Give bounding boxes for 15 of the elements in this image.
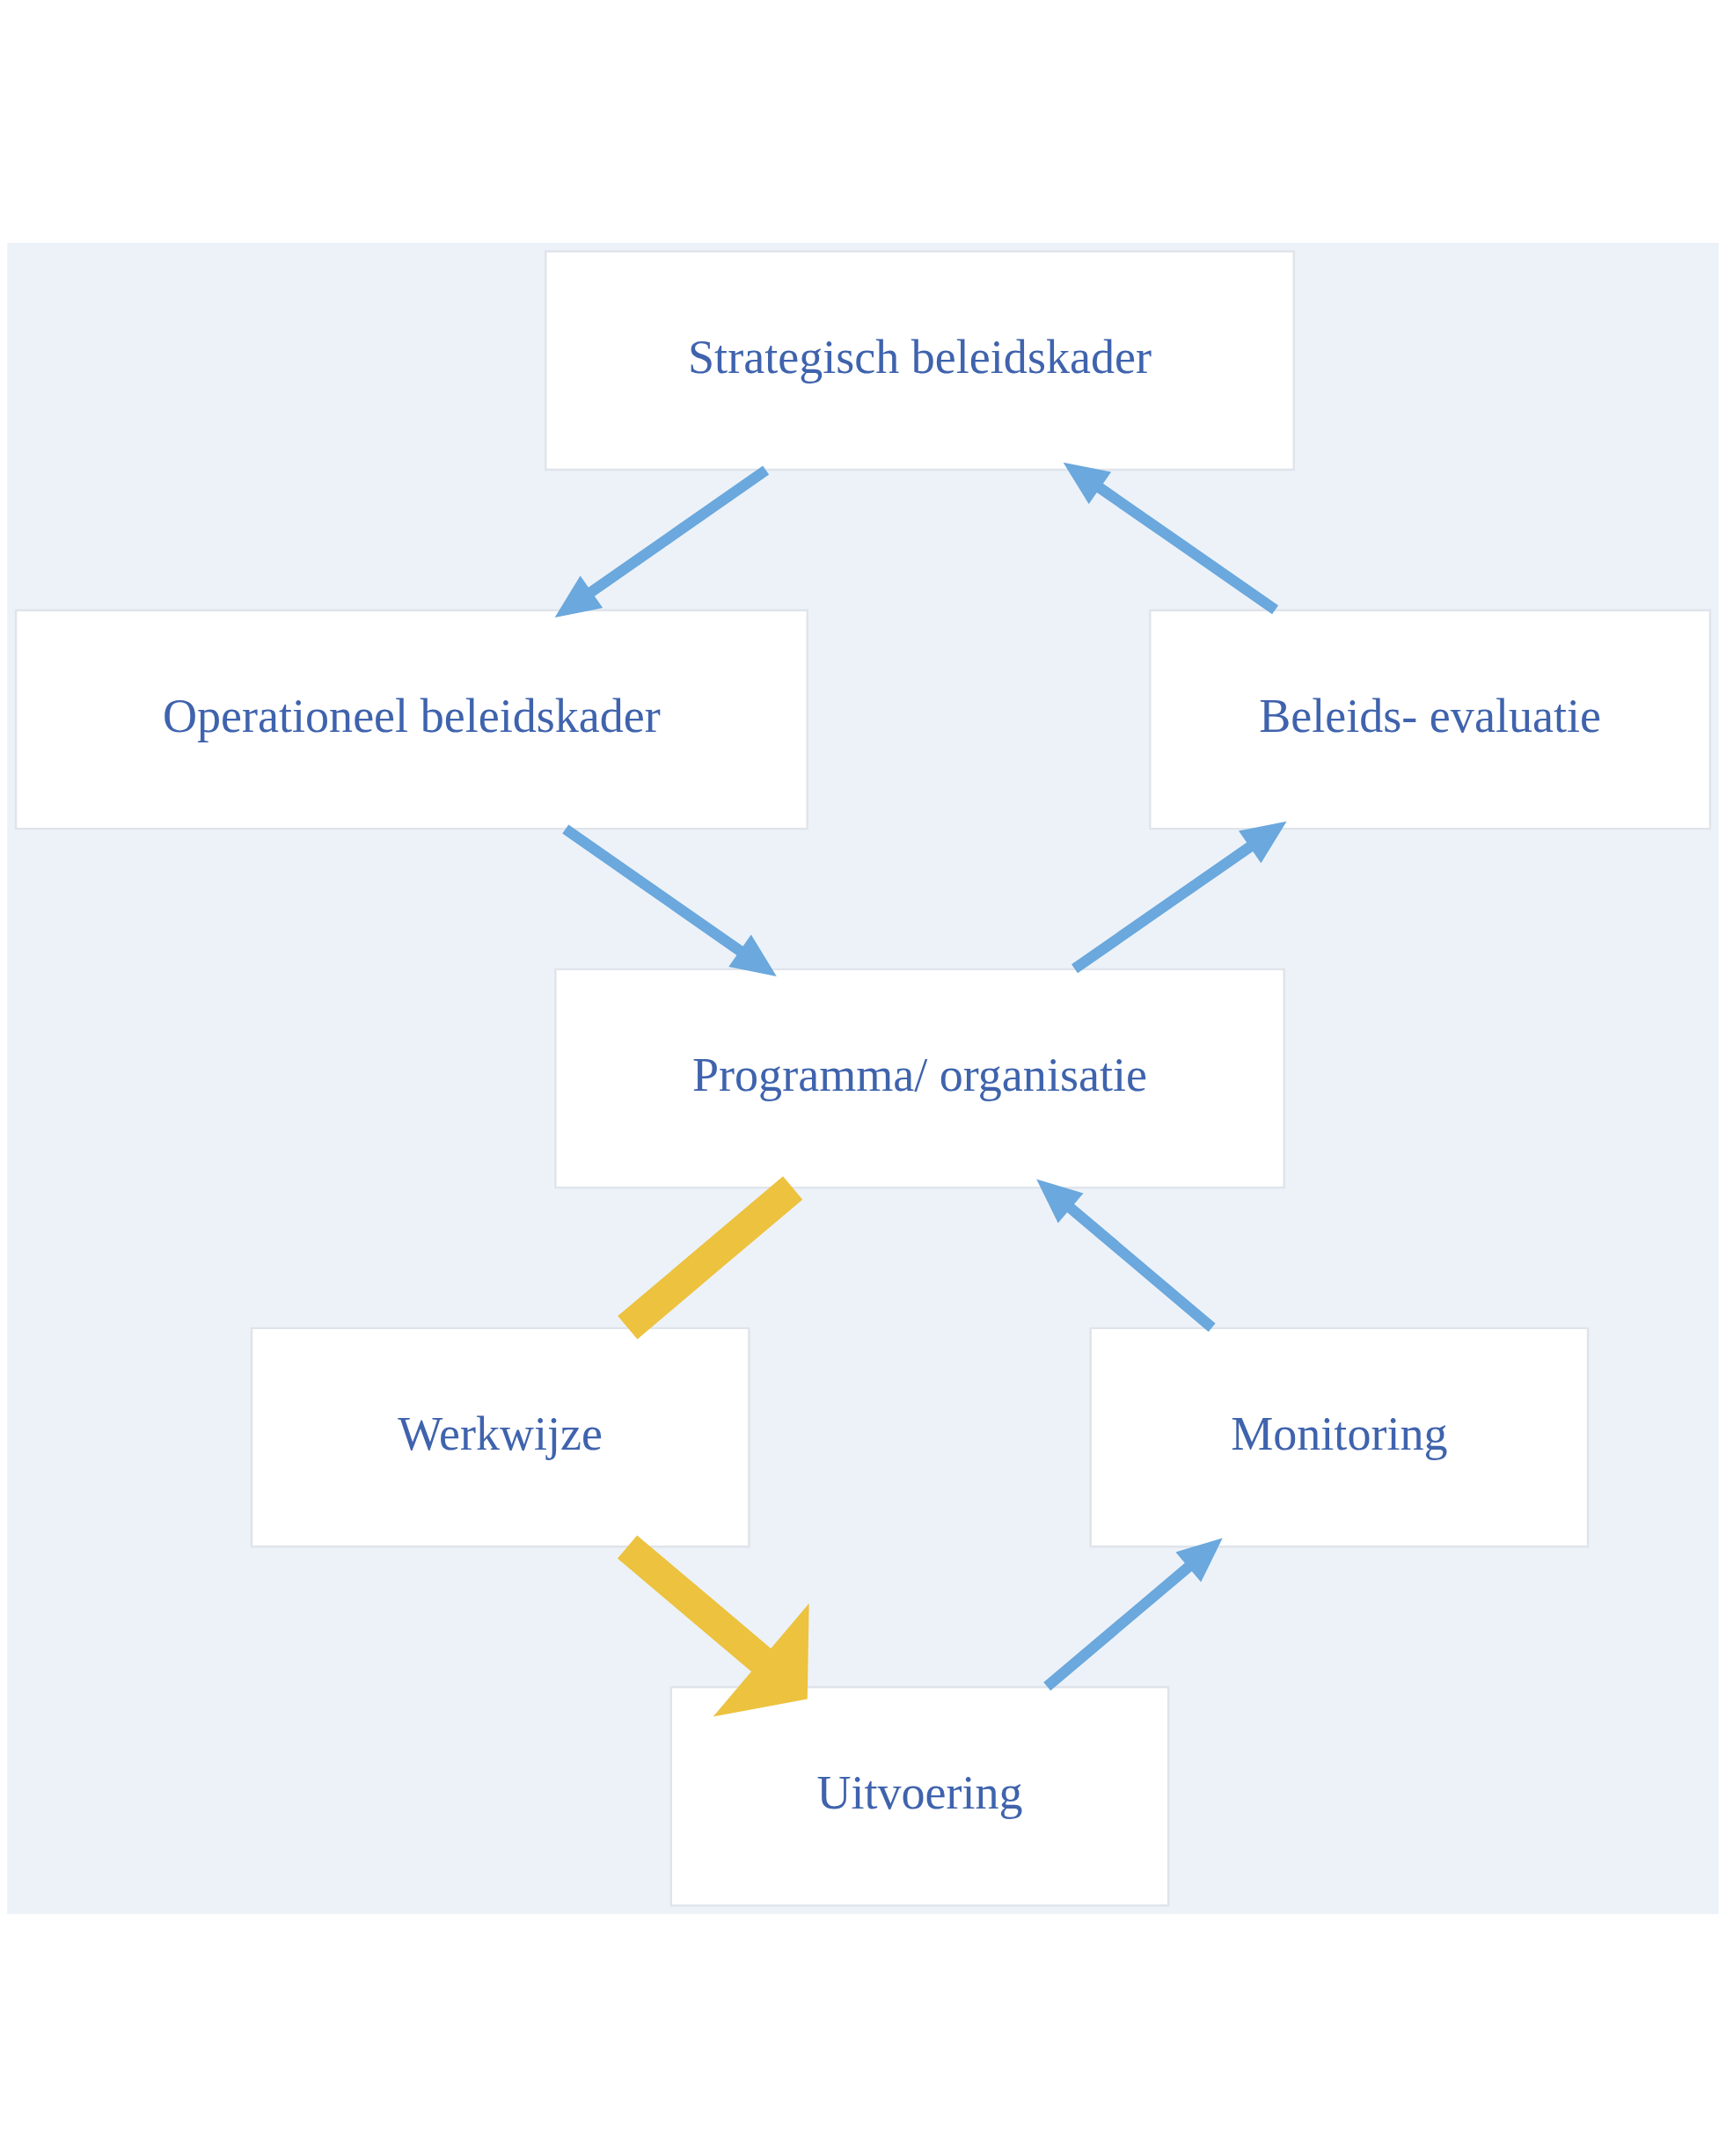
node-box: Strategisch beleidskader: [545, 250, 1295, 471]
arrow: [1043, 1538, 1223, 1691]
arrow: [1071, 821, 1287, 973]
node-box: Uitvoering: [669, 1685, 1170, 1906]
arrow: [554, 464, 770, 618]
arrow: [1036, 1179, 1216, 1332]
connector: [618, 1175, 803, 1339]
arrow: [617, 1534, 809, 1717]
arrow: [562, 823, 777, 976]
node-box: Programma/ organisatie: [554, 968, 1285, 1188]
arrow: [1063, 462, 1279, 614]
node-box: Werkwijze: [250, 1326, 750, 1547]
node-box: Monitoring: [1089, 1326, 1590, 1547]
node-box: Operationeel beleidskader: [14, 609, 808, 830]
node-box: Beleids- evaluatie: [1149, 609, 1712, 830]
